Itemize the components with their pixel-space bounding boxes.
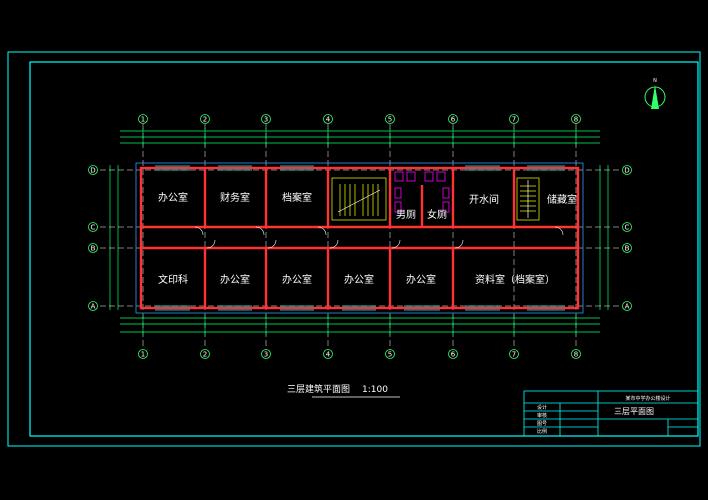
sheet-title: 三层平面图 — [614, 407, 654, 416]
svg-text:3: 3 — [264, 351, 268, 359]
svg-text:8: 8 — [574, 116, 578, 124]
grid-axis-lines — [100, 124, 620, 348]
svg-text:比例: 比例 — [537, 428, 547, 435]
svg-text:3: 3 — [264, 116, 268, 124]
stair-well-east — [516, 177, 540, 221]
building-outline — [135, 162, 584, 314]
axis-label-text: 1 2 3 4 5 6 7 8 1 2 3 4 5 6 7 8 D C B A … — [90, 116, 629, 359]
project-name: 某市中学办公楼设计 — [625, 395, 670, 402]
room-label: 资料室（档案室） — [475, 273, 555, 286]
svg-text:C: C — [625, 224, 630, 232]
grid-axis-labels — [88, 114, 632, 359]
svg-text:D: D — [90, 167, 95, 175]
caption-scale: 1:100 — [362, 385, 388, 395]
dimension-ticks — [142, 128, 577, 335]
svg-text:4: 4 — [326, 351, 331, 359]
room-label: 女厕 — [427, 208, 447, 221]
stair-well-main — [331, 177, 387, 221]
room-label: 办公室 — [406, 273, 436, 286]
windows — [155, 165, 565, 311]
door-swings — [194, 226, 564, 249]
svg-text:1: 1 — [141, 116, 145, 124]
walls — [139, 166, 580, 310]
svg-text:D: D — [624, 167, 629, 175]
room-label: 办公室 — [344, 273, 374, 286]
svg-text:1: 1 — [141, 351, 145, 359]
room-label: 财务室 — [220, 191, 250, 204]
dimension-lines — [109, 130, 609, 333]
room-label: 开水间 — [469, 193, 499, 206]
svg-text:5: 5 — [388, 116, 392, 124]
svg-text:审核: 审核 — [537, 412, 547, 419]
svg-text:设计: 设计 — [537, 404, 547, 411]
toilet-fixtures — [394, 171, 450, 213]
svg-text:N: N — [653, 78, 657, 84]
svg-text:2: 2 — [203, 351, 207, 359]
svg-text:8: 8 — [574, 351, 578, 359]
svg-text:B: B — [91, 245, 96, 253]
room-label: 档案室 — [282, 191, 312, 204]
svg-text:7: 7 — [512, 351, 516, 359]
room-label: 办公室 — [282, 273, 312, 286]
svg-text:6: 6 — [451, 116, 456, 124]
svg-text:7: 7 — [512, 116, 516, 124]
svg-text:5: 5 — [388, 351, 392, 359]
drawing-frame-inner — [29, 61, 699, 437]
svg-text:图号: 图号 — [537, 421, 547, 427]
room-label: 办公室 — [158, 191, 188, 204]
room-label: 男厕 — [396, 209, 416, 221]
svg-text:B: B — [625, 245, 630, 253]
north-arrow-icon: N — [644, 78, 666, 109]
drawing-frame-outer — [7, 51, 701, 447]
svg-text:A: A — [91, 303, 96, 311]
svg-text:C: C — [91, 224, 96, 232]
room-label: 文印科 — [158, 273, 188, 286]
title-block — [523, 390, 699, 437]
room-label: 办公室 — [220, 273, 250, 286]
room-labels: 办公室 财务室 档案室 男厕 女厕 开水间 储藏室 文印科 办公室 办公室 办公… — [158, 191, 577, 286]
caption-title: 三层建筑平面图 — [287, 383, 350, 395]
room-label: 储藏室 — [547, 193, 577, 206]
drawing-caption: 三层建筑平面图 1:100 — [287, 383, 400, 398]
svg-text:6: 6 — [451, 351, 456, 359]
title-block-text: 某市中学办公楼设计 三层平面图 设计 审核 图号 比例 — [537, 395, 671, 435]
svg-text:A: A — [625, 303, 630, 311]
svg-text:4: 4 — [326, 116, 331, 124]
svg-text:2: 2 — [203, 116, 207, 124]
